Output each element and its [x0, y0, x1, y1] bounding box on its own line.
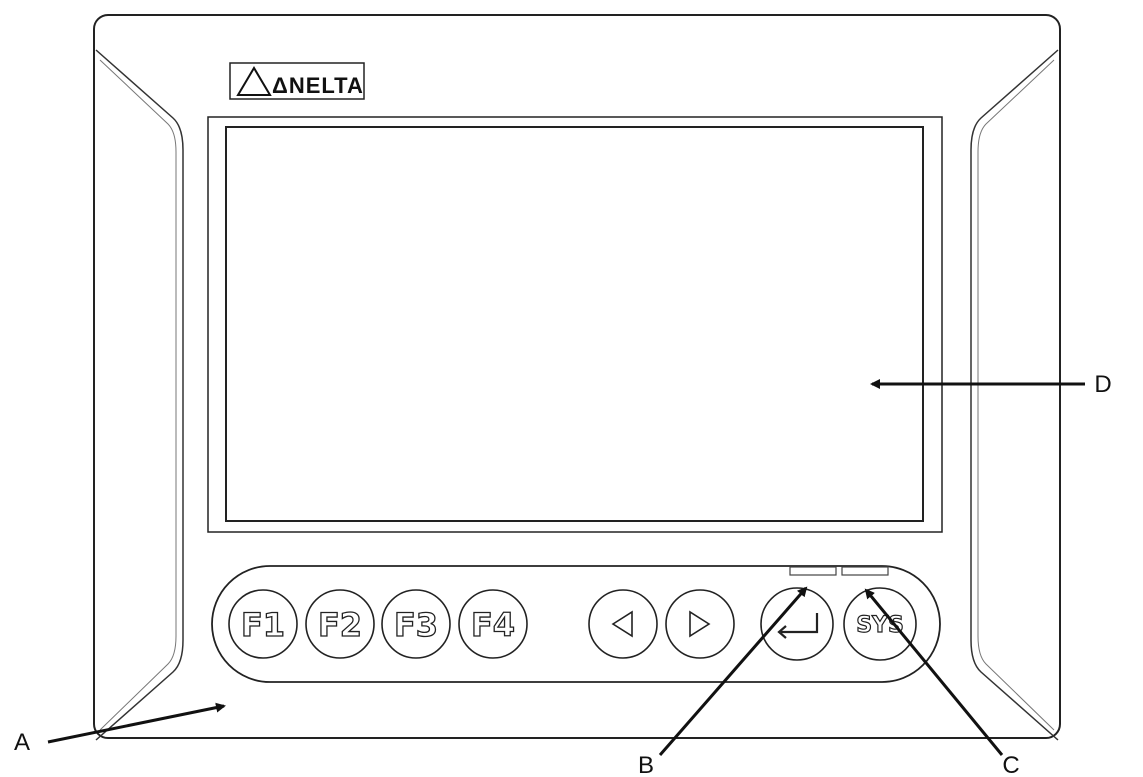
callout-label-b: B	[638, 752, 654, 777]
callout-arrow-b	[658, 586, 808, 756]
key-f1-label: F1	[241, 606, 285, 644]
right-bezel-contour	[970, 49, 1059, 741]
keypad-bar	[211, 565, 941, 683]
right-bezel-contour-inner	[977, 59, 1055, 731]
led-indicator-c	[841, 566, 889, 576]
callout-label-a: A	[14, 729, 30, 756]
callout-arrow-c	[864, 588, 1004, 756]
key-enter[interactable]	[760, 587, 834, 661]
triangle-right-icon	[689, 610, 711, 638]
key-f3-label: F3	[394, 606, 438, 644]
callout-arrow-a	[47, 702, 226, 744]
logo-frame	[229, 62, 365, 100]
triangle-left-icon	[611, 610, 633, 638]
left-bezel-contour	[95, 49, 184, 741]
key-f3[interactable]: F3	[381, 589, 451, 659]
key-f2[interactable]: F2	[305, 589, 375, 659]
callout-label-c: C	[1002, 752, 1019, 777]
key-f1[interactable]: F1	[228, 589, 298, 659]
key-sys[interactable]: SYS	[843, 587, 917, 661]
key-f4-label: F4	[471, 606, 515, 644]
callout-label-d: D	[1094, 371, 1111, 398]
key-f4[interactable]: F4	[458, 589, 528, 659]
led-indicator-b	[789, 566, 837, 576]
logo-text: ΔNELTA	[272, 73, 364, 98]
delta-logo: ΔNELTA	[229, 62, 365, 100]
key-f2-label: F2	[318, 606, 362, 644]
logo-triangle-icon	[236, 66, 272, 96]
display-screen	[225, 126, 924, 522]
left-bezel-contour-inner	[99, 59, 177, 731]
key-right[interactable]	[665, 589, 735, 659]
key-left[interactable]	[588, 589, 658, 659]
enter-icon	[777, 613, 819, 639]
